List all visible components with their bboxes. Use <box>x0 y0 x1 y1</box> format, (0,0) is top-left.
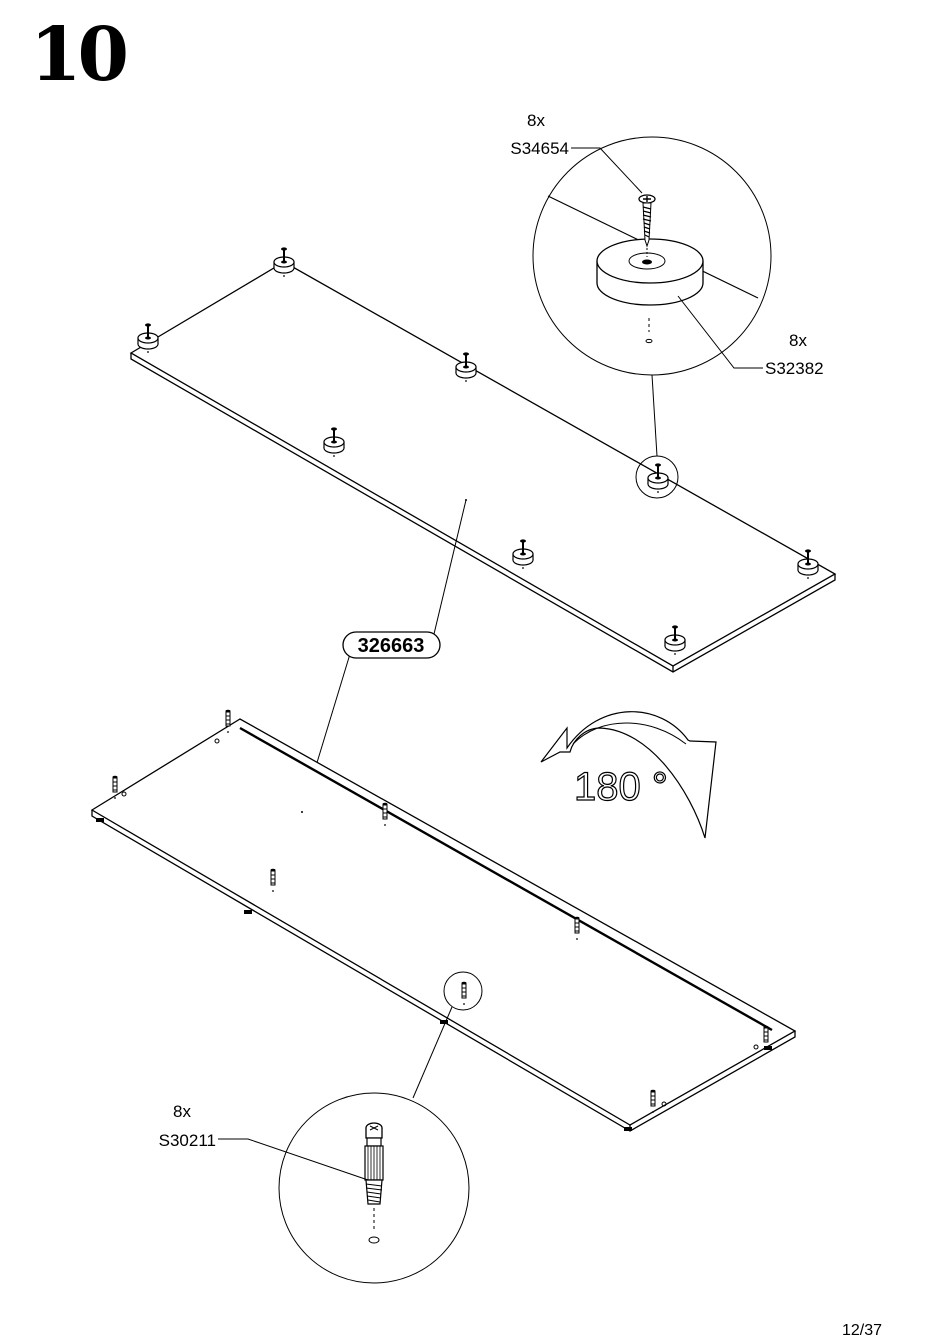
rotation-label: 180 ° <box>574 765 668 809</box>
page-number: 12/37 <box>842 1322 882 1340</box>
glide-qty: 8x <box>789 331 807 350</box>
screw-qty: 8x <box>527 111 545 130</box>
dowel-qty: 8x <box>173 1102 191 1121</box>
screw-code: S34654 <box>510 139 569 158</box>
panel-code: 326663 <box>358 635 425 657</box>
detail-dowel <box>279 1093 469 1283</box>
dowel-code: S30211 <box>159 1131 216 1150</box>
glide-code: S32382 <box>765 359 824 378</box>
detail-glide <box>533 137 771 375</box>
